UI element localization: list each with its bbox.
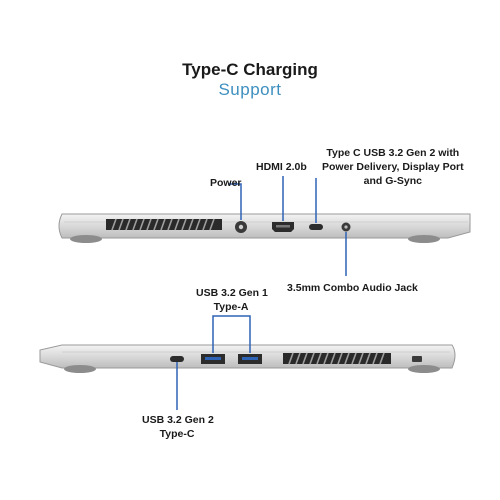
usb-a-port-1 [201, 354, 225, 364]
label-power: Power [210, 177, 242, 189]
hdmi-port [272, 222, 294, 232]
label-usb-c-left-line1: Type C USB 3.2 Gen 2 with [326, 147, 460, 159]
headline-subtitle: Support [218, 80, 282, 99]
vent-grille-right [283, 352, 391, 365]
kensington-lock-slot [412, 356, 422, 362]
usb-c-port-left [309, 224, 323, 230]
label-usb-c-left: Type C USB 3.2 Gen 2 with Power Delivery… [322, 146, 464, 188]
power-leader-line [228, 183, 242, 220]
label-usb-c-left-line2: Power Delivery, Display Port [322, 161, 464, 173]
laptop-left-side [58, 176, 471, 276]
label-audio-jack: 3.5mm Combo Audio Jack [287, 282, 418, 294]
usb-c-port-right [170, 356, 184, 362]
usb-a-leader-line [212, 315, 251, 353]
label-usb-c-right-line1: USB 3.2 Gen 2 [142, 414, 214, 426]
label-usb-a-line1: USB 3.2 Gen 1 [196, 287, 268, 299]
label-hdmi: HDMI 2.0b [256, 161, 307, 173]
label-usb-c-right-line2: Type-C [159, 428, 195, 440]
label-usb-c-right: USB 3.2 Gen 2 Type-C [142, 413, 214, 441]
audio-jack-port [341, 222, 351, 232]
vent-grille-left [106, 218, 222, 231]
label-usb-a-line2: Type-A [213, 301, 249, 313]
laptop-right-side [39, 315, 456, 410]
label-usb-a: USB 3.2 Gen 1 Type-A [196, 286, 268, 314]
usb-a-port-2 [238, 354, 262, 364]
label-usb-c-left-line3: and G-Sync [363, 175, 422, 187]
headline-title: Type-C Charging [182, 60, 318, 79]
power-port [235, 221, 247, 233]
